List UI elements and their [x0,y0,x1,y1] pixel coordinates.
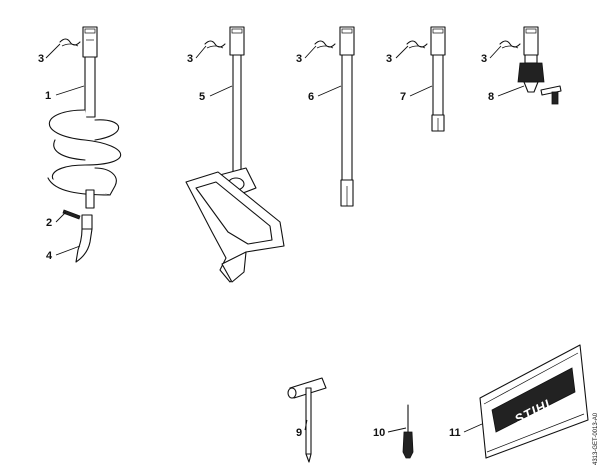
callout-8: 8 [488,91,494,103]
callout-3-e: 3 [481,53,487,65]
spring-clip-3 [314,40,336,49]
extension-shaft-6-group [314,26,355,207]
shaft-6-tube [341,54,353,181]
pin-2 [62,209,81,220]
t-wrench-group [287,377,327,463]
cutting-blade-4 [75,214,93,263]
auger-shaft [84,56,96,118]
callout-5: 5 [199,91,205,103]
brand-panel [491,367,576,433]
scoop-attachment-group [185,26,285,283]
spring-clip-4 [406,40,428,49]
chuck-key [540,85,562,105]
leader-lines [45,43,525,433]
spring-clip-2 [204,40,226,49]
scoop-shaft [232,54,242,174]
auger-flight [48,109,122,196]
callout-11: 11 [449,427,461,439]
document-id: 4313-GET-0013-A0 [593,412,599,465]
callouts: 3 1 2 4 3 5 3 6 3 7 3 8 9 10 11 [38,53,494,439]
callout-3-a: 3 [38,53,44,65]
extension-shaft-7-group [406,26,446,132]
callout-1: 1 [45,90,51,102]
callout-3-c: 3 [296,53,302,65]
callout-3-d: 3 [386,53,392,65]
tool-bag-group: STIHL [479,344,589,459]
callout-9: 9 [296,427,302,439]
callout-2: 2 [46,217,52,229]
auger-group [47,26,122,263]
callout-7: 7 [400,91,406,103]
screwdriver-group [402,404,414,459]
spring-clip-5 [499,40,521,49]
spring-clip-1 [59,38,81,47]
chuck-body [517,62,545,83]
drill-chuck-group [499,26,562,105]
callout-6: 6 [308,91,314,103]
callout-4: 4 [46,250,53,262]
callout-3-b: 3 [187,53,193,65]
callout-10: 10 [373,427,385,439]
screwdriver-handle [402,431,414,459]
shaft-7-tube [432,54,444,116]
